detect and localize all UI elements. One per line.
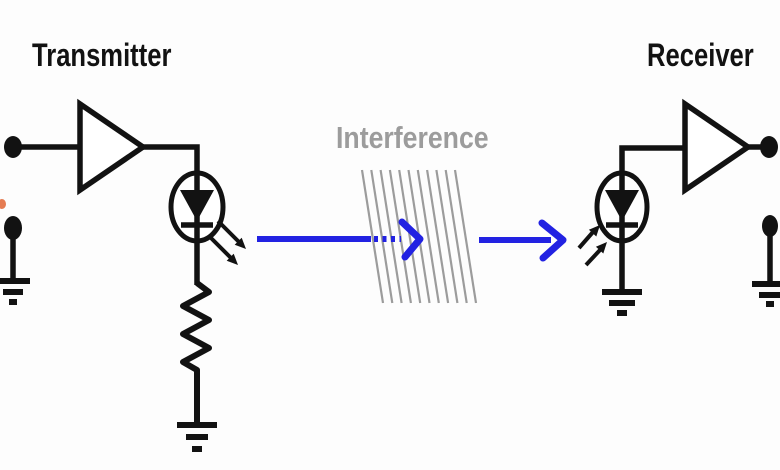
amp-to-led-wire — [141, 144, 200, 285]
interference-label: Interference — [336, 120, 489, 155]
amplifier-triangle-icon — [682, 98, 753, 196]
light-signal-arrow-right — [479, 219, 567, 262]
ground-icon — [752, 281, 780, 307]
output-ground-dot — [762, 215, 778, 237]
receiver-circuit — [577, 98, 780, 316]
ground-icon — [0, 278, 30, 305]
transmitter-circuit — [0, 98, 246, 452]
ground-icon — [177, 422, 217, 452]
resistor-icon — [180, 280, 212, 425]
stray-orange-mark — [0, 199, 6, 209]
transmitter-label: Transmitter — [32, 37, 172, 73]
arrowhead-icon — [538, 219, 567, 262]
optical-path — [257, 169, 567, 304]
incident-light-arrows-icon — [577, 225, 607, 267]
light-signal-arrow-left — [257, 218, 424, 261]
output-terminal-dot — [760, 136, 778, 158]
amplifier-triangle-icon — [77, 98, 148, 196]
photodiode-triangle — [605, 190, 639, 221]
photodiode-to-amp-wire — [619, 145, 685, 292]
ground-icon — [602, 289, 642, 316]
input-ground-dot — [4, 216, 22, 240]
led-diode-triangle — [180, 190, 214, 221]
receiver-label: Receiver — [647, 37, 754, 73]
arrowhead-icon — [398, 218, 424, 261]
led-emission-arrows-icon — [207, 219, 246, 265]
